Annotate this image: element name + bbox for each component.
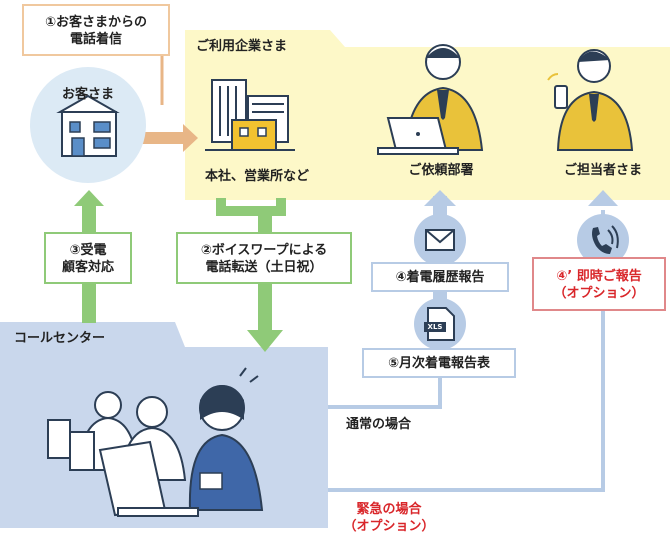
step1-line2: 電話着信: [69, 32, 122, 47]
callcenter-title: コールセンター: [14, 331, 106, 346]
step1-box: ①お客さまからの 電話着信: [22, 4, 170, 56]
step2-line2: 電話転送（土日祝）: [205, 260, 323, 275]
staff-phone-icon: [547, 49, 634, 151]
xls-icon-text: XLS: [427, 323, 443, 331]
dept-label: ご依頼部署: [408, 163, 474, 178]
step3-box: ③受電 顧客対応: [44, 232, 132, 284]
mail-icon: [425, 229, 455, 251]
emergency-line1: 緊急の場合: [356, 502, 422, 517]
emergency-line2: （オプション）: [343, 519, 435, 534]
phone-icon: [592, 225, 619, 254]
arrow-customer-to-company: [140, 132, 184, 144]
company-title: ご利用企業さま: [196, 39, 288, 54]
emergency-label: 緊急の場合 （オプション）: [334, 501, 444, 535]
step3-line1: ③受電: [69, 243, 107, 258]
step4b-line1: ④’ 即時ご報告: [556, 269, 642, 284]
xls-file-icon: [424, 307, 455, 341]
hq-label: 本社、営業所など: [204, 169, 309, 184]
building-icon: [205, 79, 295, 151]
normal-case-label: 通常の場合: [346, 417, 412, 432]
step1-line1: ①お客さまからの: [44, 15, 147, 30]
step5-box: ⑤月次着電報告表: [362, 348, 516, 378]
rep-label: ご担当者さま: [563, 163, 642, 178]
arrow-report-to-dept: [424, 190, 456, 206]
step4b-box: ④’ 即時ご報告 （オプション）: [532, 257, 666, 311]
step2-line1: ②ボイスワープによる: [200, 243, 328, 258]
step4b-line2: （オプション）: [553, 286, 645, 301]
arrow-emergency-to-rep: [588, 190, 618, 206]
customer-label: お客さま: [61, 87, 114, 102]
step4-box: ④着電履歴報告: [371, 262, 509, 292]
step2-box: ②ボイスワープによる 電話転送（土日祝）: [176, 232, 352, 284]
step3-line2: 顧客対応: [61, 260, 114, 275]
staff-laptop-icon: [377, 44, 484, 155]
operators-illustration: [47, 367, 264, 517]
house-icon: [56, 94, 120, 157]
